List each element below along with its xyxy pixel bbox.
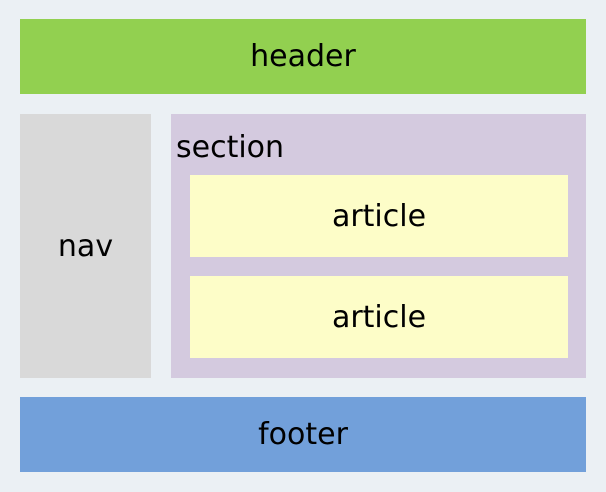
article-box-1: article [190, 175, 568, 257]
header-box: header [20, 19, 586, 94]
article-label-1: article [331, 198, 427, 234]
footer-label: footer [258, 417, 348, 452]
article-label-2: article [331, 299, 427, 335]
header-label: header [250, 39, 356, 74]
section-box: section article article [171, 114, 586, 378]
article-box-2: article [190, 276, 568, 358]
section-label: section [176, 130, 285, 165]
nav-label: nav [57, 228, 114, 264]
nav-box: nav [20, 114, 151, 378]
footer-box: footer [20, 397, 586, 472]
